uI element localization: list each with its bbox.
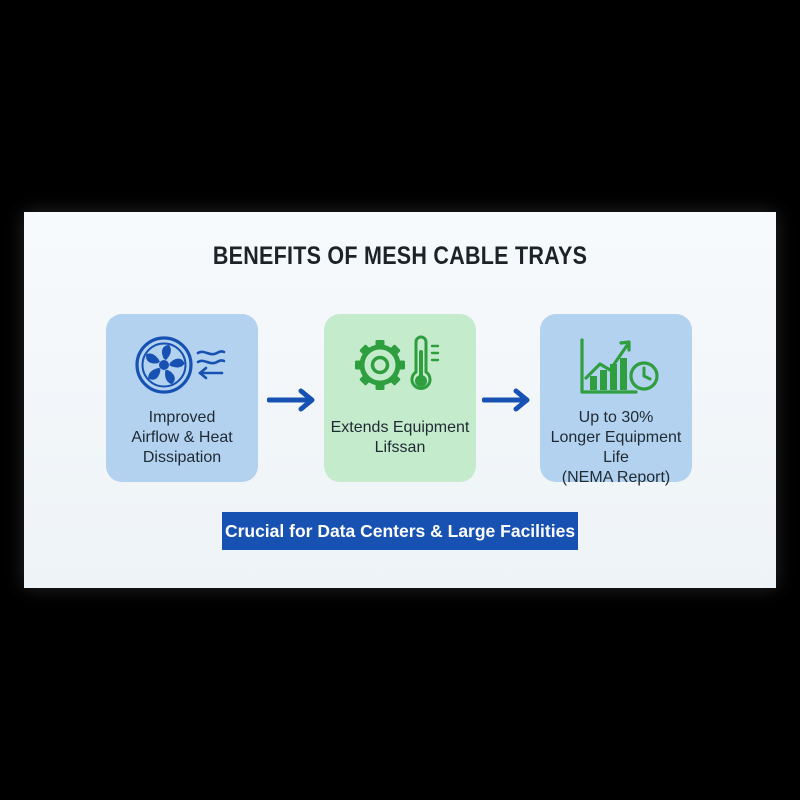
card-text-line: Up to 30% bbox=[578, 409, 654, 426]
benefit-card-airflow: Improved Airflow & Heat Dissipation bbox=[106, 314, 258, 482]
card-text-line: (NEMA Report) bbox=[561, 469, 671, 486]
card-text-line: Extends Equipment bbox=[330, 419, 470, 436]
benefit-card-equipment-life: Up to 30% Longer Equipment Life (NEMA Re… bbox=[540, 314, 692, 486]
right-arrow-icon bbox=[266, 388, 317, 412]
infographic-title: BENEFITS OF MESH CABLE TRAYS bbox=[212, 242, 588, 270]
benefit-card-text: Extends Equipment Lifssan bbox=[328, 418, 472, 458]
benefit-card-text: Improved Airflow & Heat Dissipation bbox=[110, 408, 254, 468]
growth-chart-clock-icon bbox=[540, 330, 692, 400]
benefit-card-text: Up to 30% Longer Equipment Life (NEMA Re… bbox=[544, 408, 688, 488]
card-text-line: Lifssan bbox=[374, 439, 426, 456]
summary-banner: Crucial for Data Centers & Large Facilit… bbox=[222, 512, 578, 550]
infographic-panel: BENEFITS OF MESH CABLE TRAYS bbox=[24, 212, 776, 588]
card-text-line: Improved bbox=[148, 409, 216, 426]
card-text-line: Longer Equipment Life bbox=[550, 429, 682, 466]
right-arrow-icon bbox=[481, 388, 532, 412]
card-text-line: Airflow & Heat bbox=[131, 429, 233, 446]
card-text-line: Dissipation bbox=[142, 449, 222, 466]
fan-airflow-icon bbox=[106, 330, 258, 400]
gear-thermometer-icon bbox=[324, 330, 476, 400]
benefit-card-lifespan: Extends Equipment Lifssan bbox=[324, 314, 476, 482]
